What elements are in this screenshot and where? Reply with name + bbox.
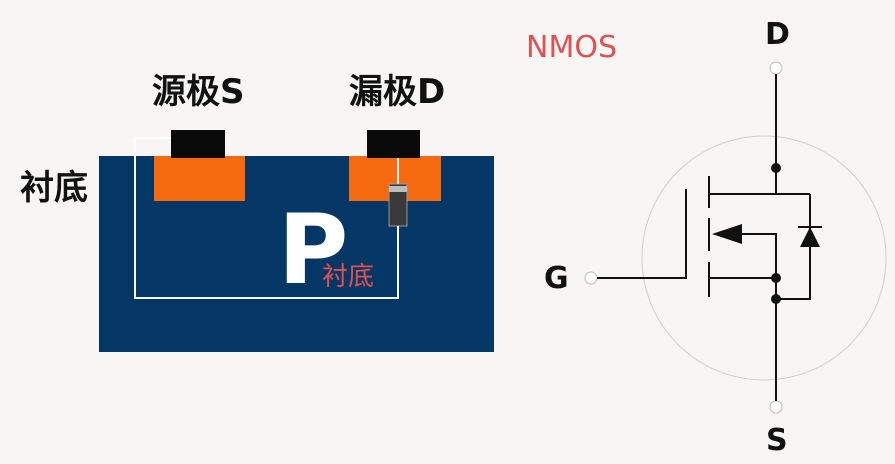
source-contact <box>171 130 225 158</box>
inner-substrate-label: 衬底 <box>322 262 375 292</box>
symbol-source-label: S <box>766 423 788 458</box>
diode-band <box>389 186 407 192</box>
body-source-tie-wire <box>134 137 399 299</box>
substrate-label: 衬底 <box>20 168 88 208</box>
body-junction-dot <box>771 294 781 304</box>
gate-terminal <box>584 271 598 285</box>
source-junction-dot <box>771 273 781 283</box>
gate-lead <box>597 189 687 279</box>
drain-label: 漏极D <box>349 72 446 112</box>
body-arrow <box>712 224 742 244</box>
body-diode-symbol <box>800 227 820 247</box>
symbol-drain-label: D <box>765 17 790 52</box>
drain-contact <box>367 130 420 158</box>
symbol-circle <box>641 135 887 381</box>
drain-terminal <box>769 61 783 75</box>
source-n-region <box>154 156 245 201</box>
body-connection <box>742 233 777 278</box>
drain-junction-dot <box>771 163 781 173</box>
source-label: 源极S <box>152 72 245 112</box>
p-region-letter: P <box>278 194 349 306</box>
source-terminal <box>769 400 783 414</box>
symbol-gate-label: G <box>544 261 569 296</box>
nmos-title: NMOS <box>526 30 617 65</box>
